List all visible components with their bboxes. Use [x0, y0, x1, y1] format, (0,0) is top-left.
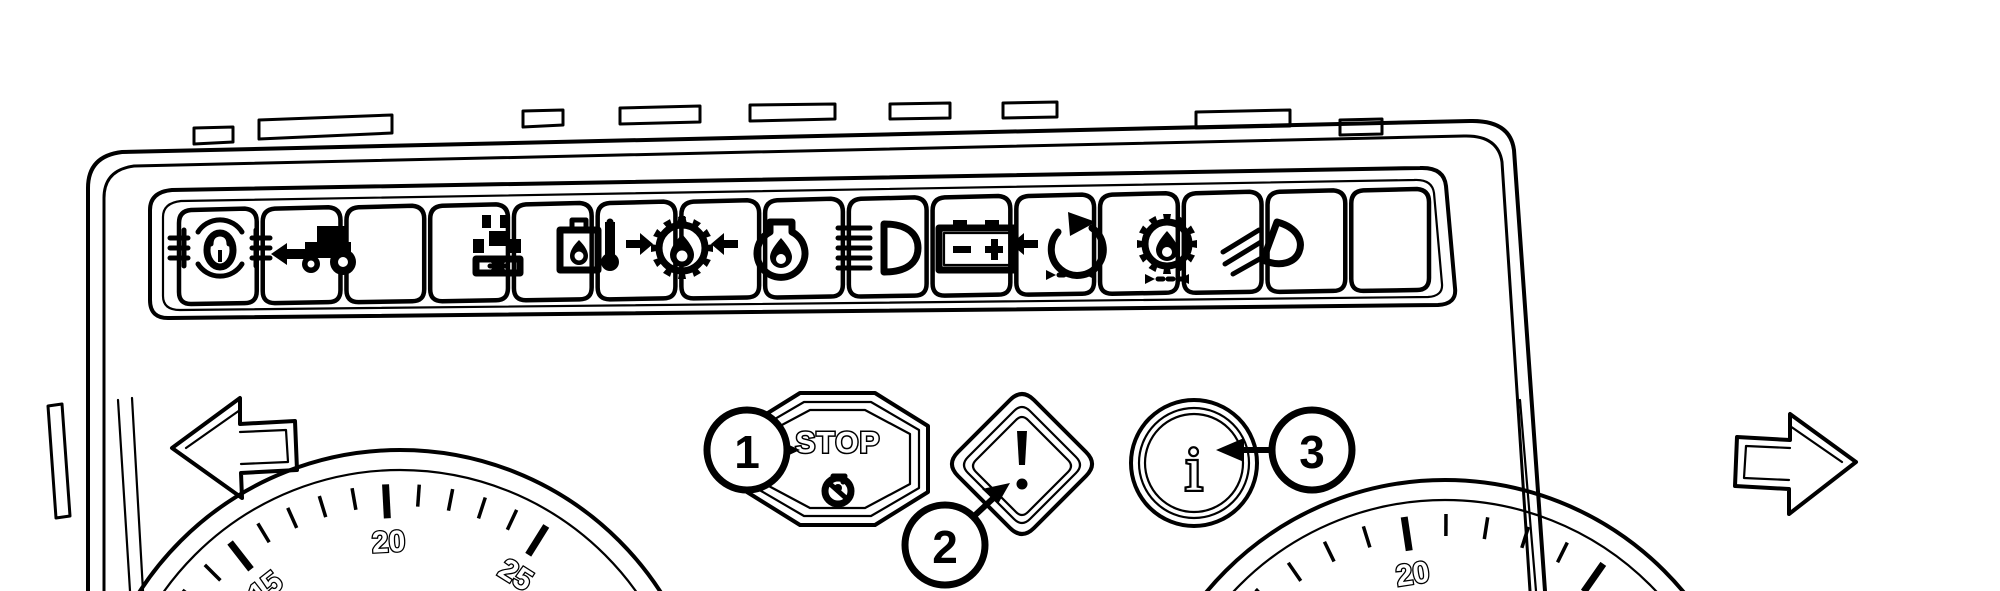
- callout-2-number: 2: [932, 521, 958, 573]
- callout-3[interactable]: 3: [1216, 406, 1356, 494]
- callout-1[interactable]: 1: [703, 406, 800, 494]
- battery-charge-icon[interactable]: [935, 220, 1019, 274]
- housing-outer-edge-inner: [102, 134, 1532, 591]
- gauge-tick-major: [525, 524, 550, 557]
- indicator-cell-4[interactable]: [427, 202, 511, 304]
- gauge-tick-label: 25: [493, 552, 539, 591]
- gauge-tick-major: [1400, 516, 1413, 552]
- tachometer-left: 10152025: [137, 448, 663, 591]
- stop-label: STOP: [795, 427, 880, 460]
- gauge-tick-minor: [203, 563, 222, 582]
- turn-signal-right-arrow-icon[interactable]: [1733, 412, 1858, 516]
- gauge-ticks-right: [1254, 513, 1607, 591]
- information-circle-icon[interactable]: i: [1129, 398, 1259, 528]
- callout-1-number: 1: [734, 426, 760, 478]
- indicator-bezel-inner: [161, 178, 1444, 312]
- gauge-tick-minor: [1361, 525, 1372, 548]
- indicator-cell-15[interactable]: [1349, 186, 1432, 294]
- gauge-tick-minor: [1322, 540, 1336, 563]
- indicator-bezel-outer: [148, 165, 1458, 321]
- gauge-tick-minor: [1555, 541, 1569, 564]
- gauge-tick-minor: [415, 484, 421, 507]
- high-beam-headlight-icon[interactable]: [835, 220, 922, 276]
- pto-rotation-icon[interactable]: [1046, 212, 1107, 280]
- gauge-tick-major: [1580, 561, 1607, 591]
- four-wheel-drive-tractor-icon[interactable]: [271, 226, 356, 275]
- mounting-bracket-right: [1518, 398, 1538, 591]
- gauge-tick-minor: [476, 496, 487, 519]
- gauge-tick-minor: [1520, 526, 1531, 549]
- gauge-tick-major: [382, 484, 391, 519]
- gear-ring: [651, 216, 713, 279]
- gear-ring2: [1137, 214, 1197, 274]
- dashboard-housing: [46, 100, 1547, 591]
- gauge-tick-label: 20: [1394, 556, 1432, 591]
- info-label: i: [1185, 436, 1202, 504]
- callout-2[interactable]: 2: [901, 483, 1010, 589]
- gauge-labels-left: 10152025: [241, 524, 540, 591]
- warning-diamond-icon[interactable]: [950, 392, 1094, 536]
- gauge-tick-minor: [256, 522, 271, 544]
- gauge-tick-minor: [505, 509, 519, 531]
- hydraulic-filter-icon[interactable]: [1137, 214, 1197, 284]
- gauge-tick-minor: [286, 507, 299, 529]
- indicator-icons: [167, 212, 1304, 284]
- indicator-cell-6[interactable]: [595, 199, 678, 302]
- indicator-cell-14[interactable]: [1265, 188, 1348, 295]
- gauge-ticks-left: [181, 484, 550, 591]
- transmission-oil-pressure-icon[interactable]: [626, 216, 738, 279]
- housing-outer-edge: [86, 118, 1547, 591]
- differential-lock-icon[interactable]: [167, 217, 273, 279]
- indicator-cell-3[interactable]: [344, 203, 427, 305]
- gauge-tick-minor: [1286, 561, 1303, 582]
- indicator-cell-1[interactable]: [176, 206, 259, 307]
- oil-temperature-icon[interactable]: [556, 217, 619, 274]
- gauge-tick-minor: [350, 487, 358, 511]
- indicator-cell-9[interactable]: [846, 195, 929, 299]
- work-light-icon[interactable]: [1220, 218, 1304, 277]
- cold-start-tractor-icon[interactable]: [472, 215, 524, 277]
- turn-signal-left-arrow-icon[interactable]: [170, 396, 299, 500]
- callout-3-number: 3: [1299, 426, 1325, 478]
- gauge-tick-label: 20: [371, 525, 406, 560]
- gauge-tick-minor: [446, 488, 455, 512]
- mounting-bracket-left: [46, 396, 145, 591]
- gauge-tick-minor: [1482, 517, 1490, 540]
- gauge-tick-minor: [317, 495, 328, 518]
- housing-top-tabs: [192, 100, 1384, 146]
- stop-sub-symbol: [821, 473, 855, 508]
- gauge-tick-major: [227, 540, 254, 572]
